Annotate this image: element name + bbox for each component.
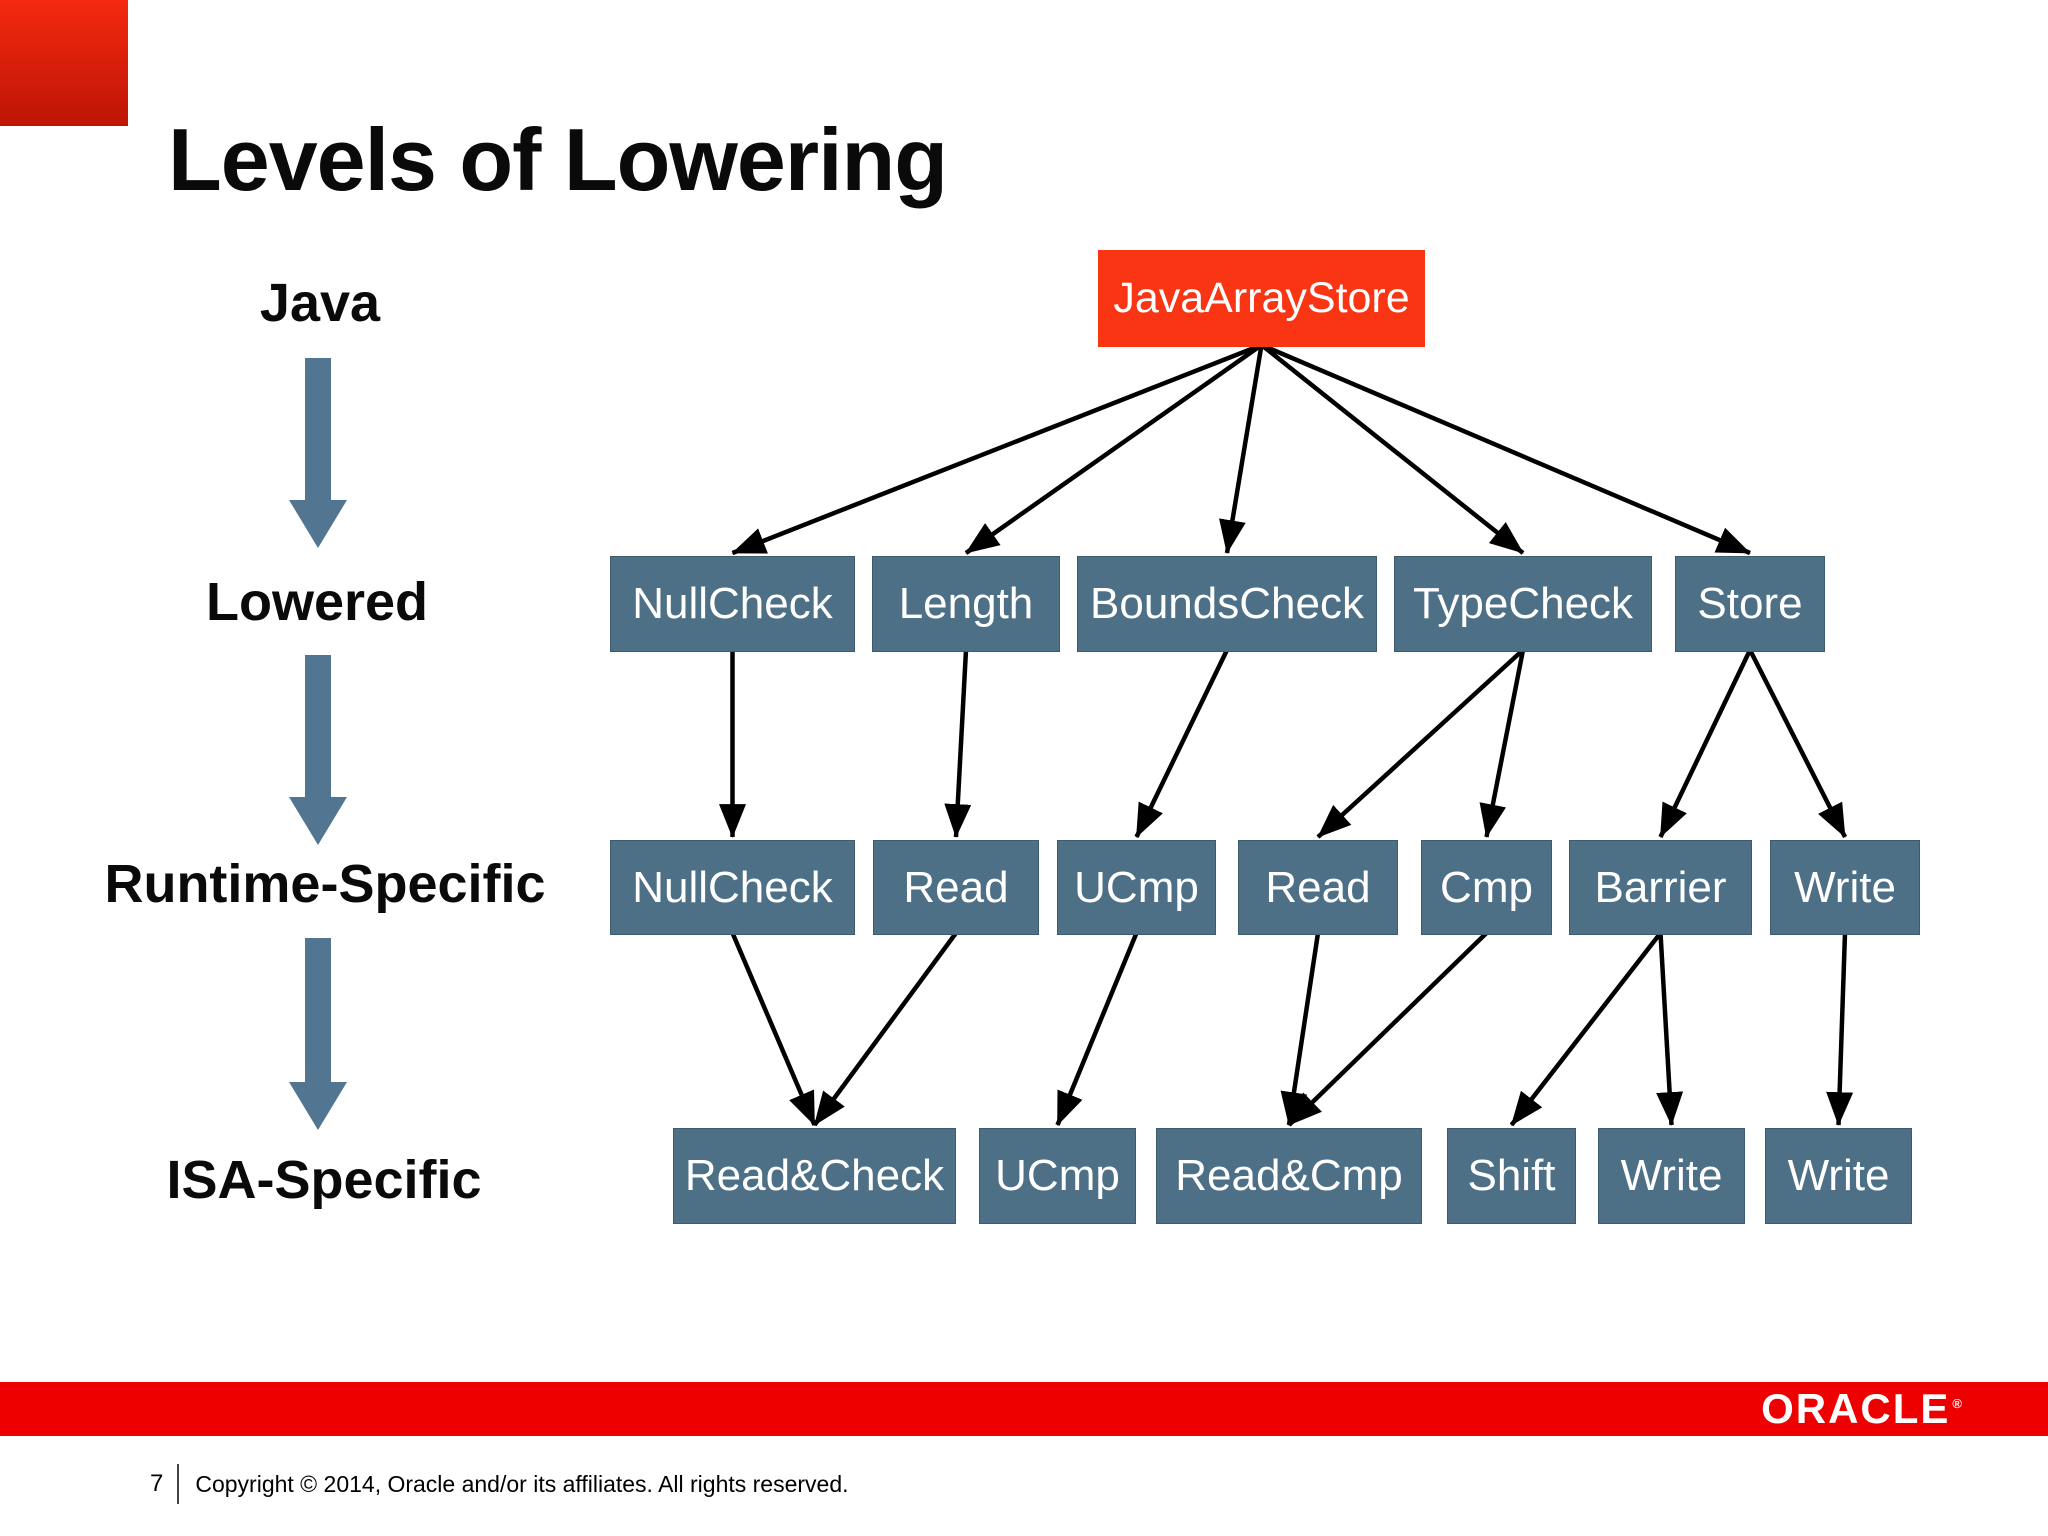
node-nullcheck-lowered: NullCheck <box>610 556 855 652</box>
node-read-and-cmp: Read&Cmp <box>1156 1128 1422 1224</box>
down-arrow-shaft <box>305 655 331 797</box>
brand-bar: ORACLE® <box>0 1382 2048 1436</box>
node-javaarraystore: JavaArrayStore <box>1098 250 1425 347</box>
page-title: Levels of Lowering <box>168 109 948 209</box>
node-ucmp-isa: UCmp <box>979 1128 1136 1224</box>
node-store: Store <box>1675 556 1825 652</box>
copyright-text: Copyright © 2014, Oracle and/or its affi… <box>195 1470 849 1497</box>
registered-trademark-icon: ® <box>1952 1396 1964 1411</box>
footer: 7 Copyright © 2014, Oracle and/or its af… <box>150 1464 849 1504</box>
node-barrier: Barrier <box>1569 840 1752 935</box>
level-label-isa-specific: ISA-Specific <box>166 1150 482 1210</box>
down-arrow-head <box>289 797 347 845</box>
oracle-logo: ORACLE® <box>1761 1385 1964 1433</box>
footer-divider <box>177 1464 180 1504</box>
node-typecheck: TypeCheck <box>1394 556 1652 652</box>
page-number: 7 <box>150 1470 164 1497</box>
node-length: Length <box>872 556 1060 652</box>
brand-corner-square <box>0 0 128 126</box>
node-cmp: Cmp <box>1421 840 1552 935</box>
node-boundscheck: BoundsCheck <box>1077 556 1377 652</box>
oracle-logo-text: ORACLE <box>1761 1385 1951 1432</box>
node-write-isa-1: Write <box>1598 1128 1745 1224</box>
level-label-lowered: Lowered <box>205 572 429 632</box>
down-arrow-icon <box>289 358 347 548</box>
down-arrow-icon <box>289 655 347 845</box>
down-arrow-head <box>289 1082 347 1130</box>
down-arrow-head <box>289 500 347 548</box>
down-arrow-icon <box>289 938 347 1130</box>
level-label-java: Java <box>259 273 381 333</box>
node-read-and-check: Read&Check <box>673 1128 956 1224</box>
node-ucmp-runtime: UCmp <box>1057 840 1216 935</box>
level-label-runtime-specific: Runtime-Specific <box>104 854 546 914</box>
node-shift: Shift <box>1447 1128 1576 1224</box>
node-write-runtime: Write <box>1770 840 1920 935</box>
node-nullcheck-runtime: NullCheck <box>610 840 855 935</box>
down-arrow-shaft <box>305 938 331 1082</box>
node-read-runtime-2: Read <box>1238 840 1398 935</box>
node-write-isa-2: Write <box>1765 1128 1912 1224</box>
down-arrow-shaft <box>305 358 331 500</box>
node-read-runtime-1: Read <box>873 840 1039 935</box>
